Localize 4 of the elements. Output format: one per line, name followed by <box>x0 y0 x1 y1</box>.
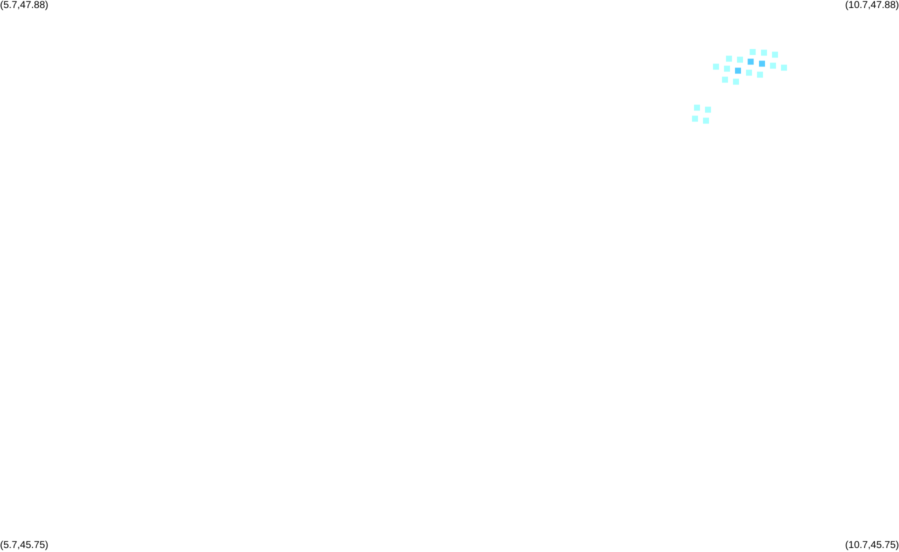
coordinate-label: (10.7,47.88) <box>845 0 899 12</box>
coordinate-label: (10.7,45.75) <box>845 540 899 552</box>
coordinate-label: (5.7,45.75) <box>0 540 48 552</box>
coordinate-label: (5.7,47.88) <box>0 0 48 12</box>
